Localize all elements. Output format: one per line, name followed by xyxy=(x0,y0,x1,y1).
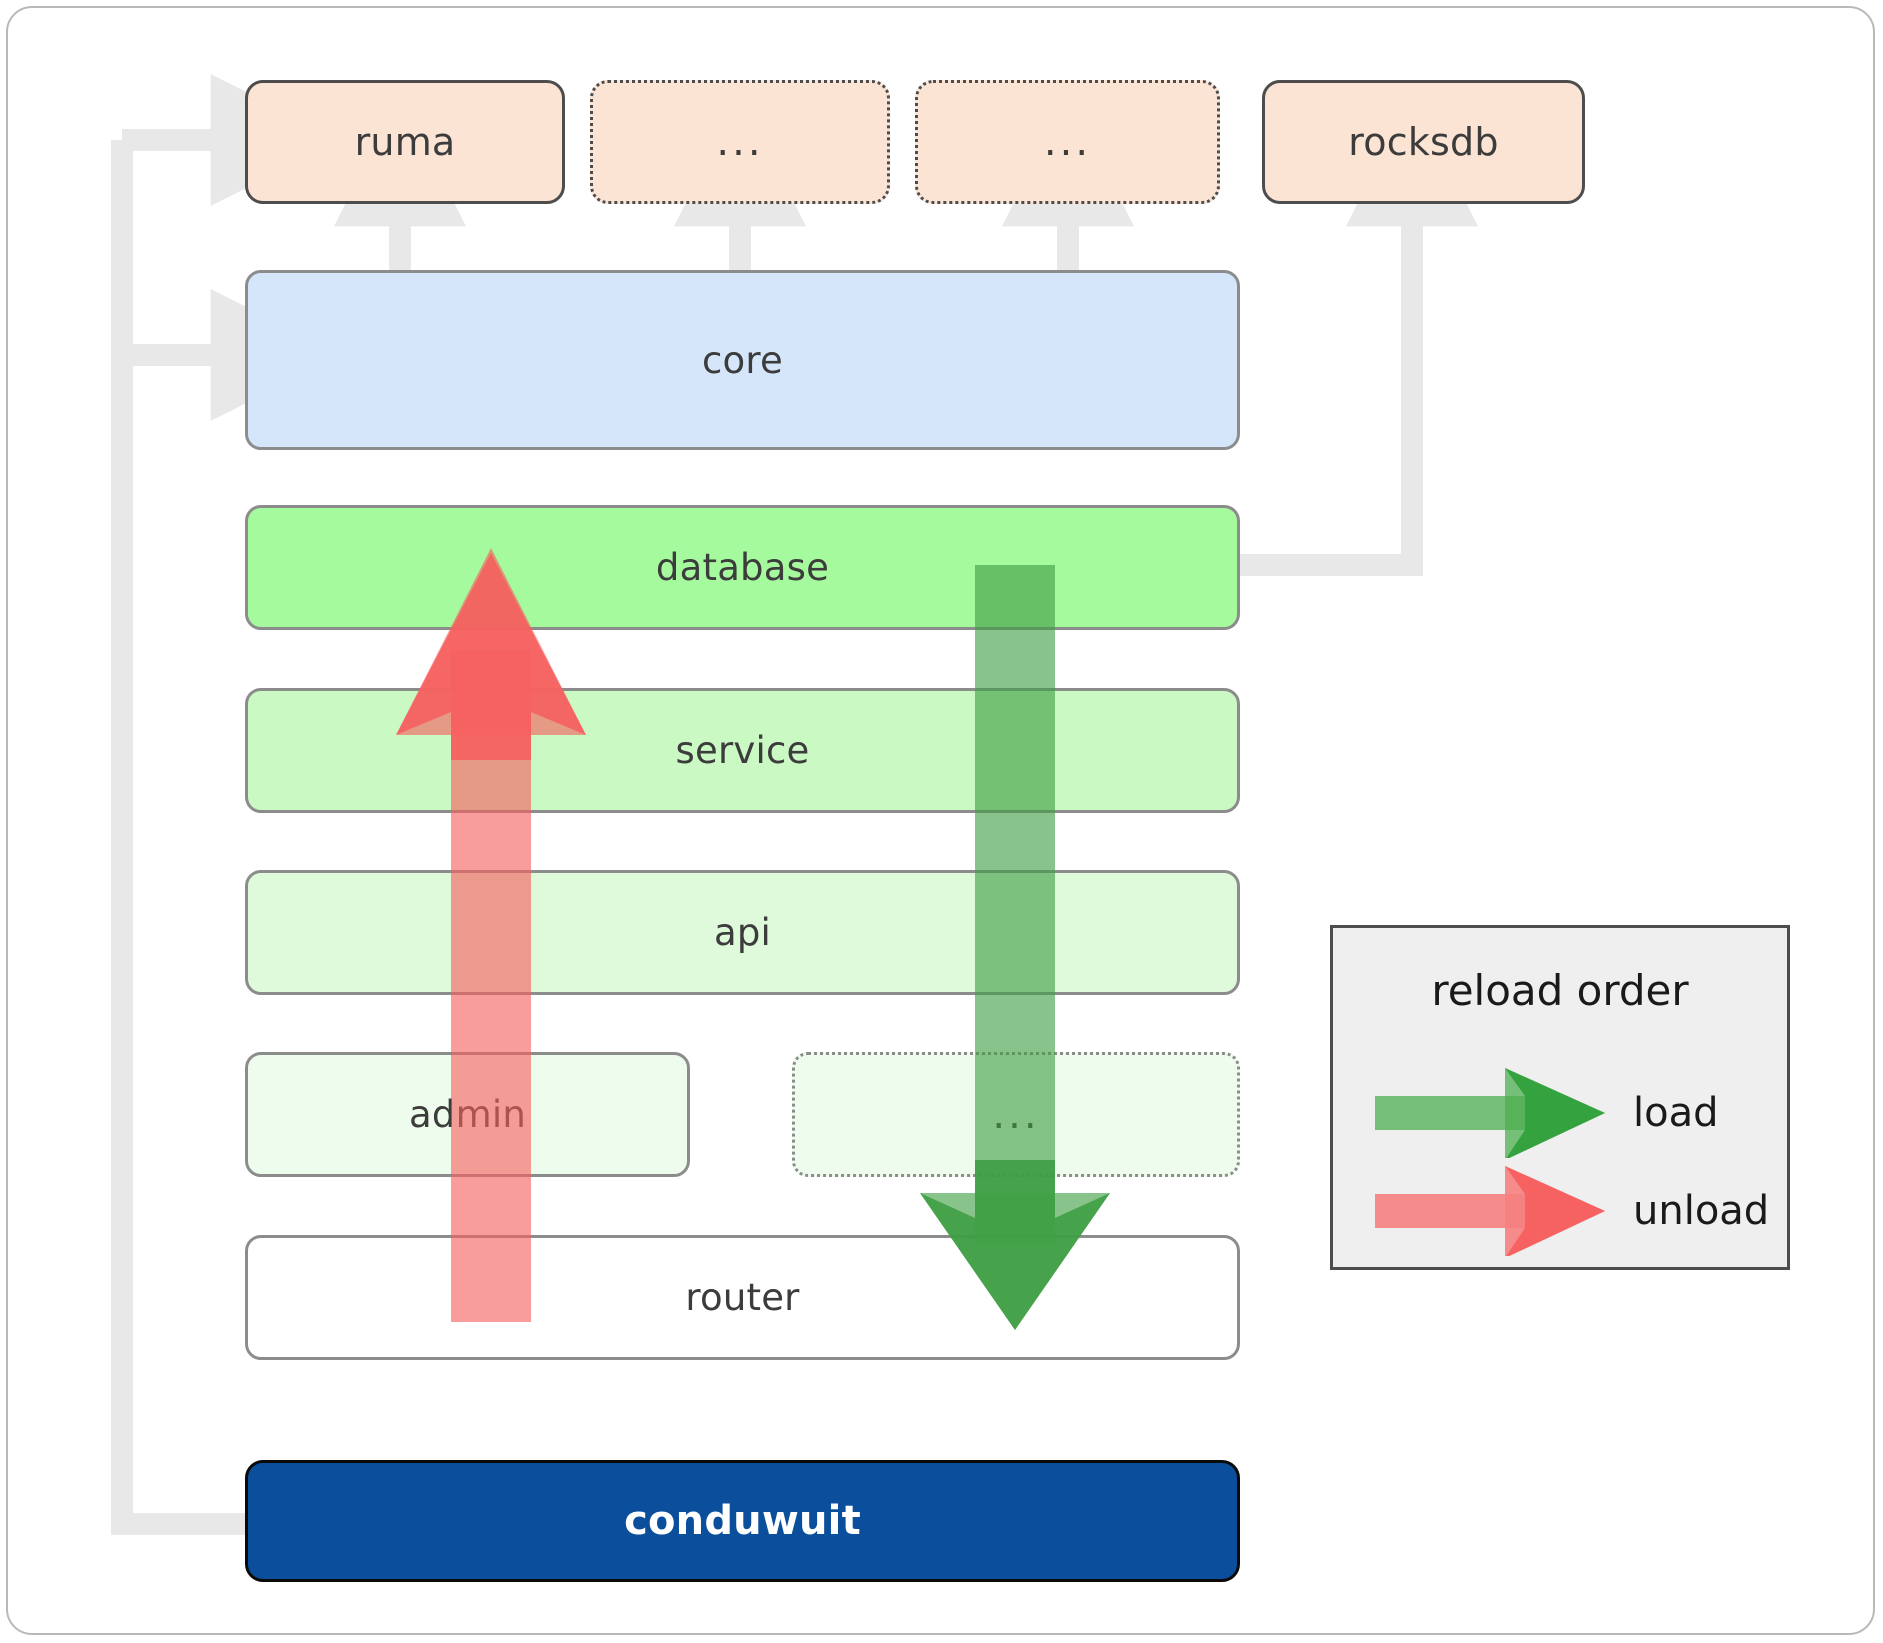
node-layer-ellipsis[interactable]: ... xyxy=(792,1052,1240,1177)
node-conduwuit[interactable]: conduwuit xyxy=(245,1460,1240,1582)
node-dep-ellipsis-2[interactable]: ... xyxy=(915,80,1220,204)
node-conduwuit-label: conduwuit xyxy=(624,1498,861,1544)
node-dep-ellipsis-1-label: ... xyxy=(716,119,764,165)
legend-title: reload order xyxy=(1431,966,1689,1015)
node-service-label: service xyxy=(675,729,810,772)
node-ruma[interactable]: ruma xyxy=(245,80,565,204)
legend-unload-label: unload xyxy=(1633,1188,1770,1234)
node-ruma-label: ruma xyxy=(354,120,456,164)
legend-load-arrow-icon xyxy=(1375,1068,1605,1158)
node-router[interactable]: router xyxy=(245,1235,1240,1360)
legend-row-load: load xyxy=(1333,1068,1787,1158)
legend-unload-arrow-icon xyxy=(1375,1166,1605,1256)
node-api[interactable]: api xyxy=(245,870,1240,995)
legend-load-label: load xyxy=(1633,1090,1719,1136)
node-service[interactable]: service xyxy=(245,688,1240,813)
node-rocksdb-label: rocksdb xyxy=(1348,120,1499,164)
node-core-label: core xyxy=(702,338,783,382)
node-database[interactable]: database xyxy=(245,505,1240,630)
node-admin-label: admin xyxy=(409,1093,526,1136)
node-rocksdb[interactable]: rocksdb xyxy=(1262,80,1585,204)
node-dep-ellipsis-1[interactable]: ... xyxy=(590,80,890,204)
node-admin[interactable]: admin xyxy=(245,1052,690,1177)
diagram-frame xyxy=(6,6,1875,1635)
node-layer-ellipsis-label: ... xyxy=(992,1091,1040,1138)
node-core[interactable]: core xyxy=(245,270,1240,450)
legend-panel: reload order load unload xyxy=(1330,925,1790,1270)
legend-row-unload: unload xyxy=(1333,1166,1787,1256)
node-api-label: api xyxy=(713,911,772,954)
node-router-label: router xyxy=(685,1276,800,1319)
node-dep-ellipsis-2-label: ... xyxy=(1043,119,1092,165)
node-database-label: database xyxy=(655,546,830,589)
